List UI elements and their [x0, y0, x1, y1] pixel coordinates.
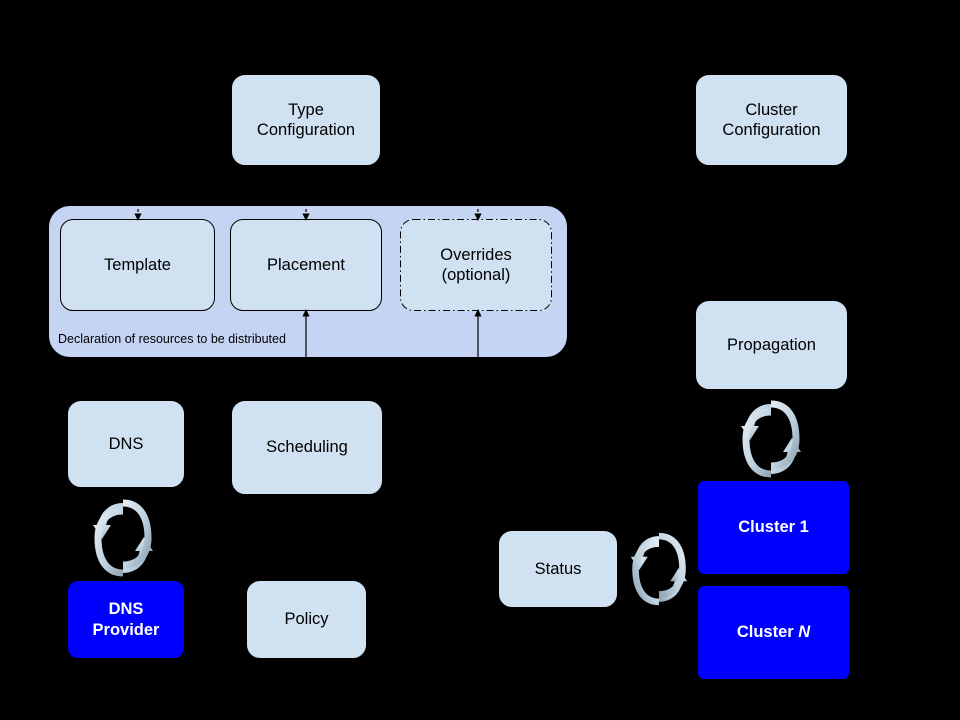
node-overrides-sublabel: (optional) [441, 266, 511, 284]
node-cluster-1[interactable]: Cluster 1 [697, 480, 850, 575]
node-dns-label: DNS [108, 434, 144, 453]
sync-arrows-icon-propagation [741, 400, 801, 478]
node-overrides[interactable]: Overrides (optional) [400, 219, 552, 311]
node-dns-provider[interactable]: DNS Provider [67, 580, 185, 659]
node-cluster-configuration-label-line2: Configuration [722, 121, 821, 139]
node-propagation[interactable]: Propagation [695, 300, 848, 390]
node-cluster-configuration-text: Cluster Configuration [722, 100, 820, 140]
node-cluster-configuration-label-line1: Cluster [745, 100, 798, 119]
node-propagation-label: Propagation [727, 335, 816, 354]
sync-arrows-icon-dns [93, 499, 153, 577]
node-template-label: Template [104, 255, 171, 274]
node-template[interactable]: Template [60, 219, 215, 311]
node-dns[interactable]: DNS [67, 400, 185, 488]
node-scheduling-label: Scheduling [266, 438, 348, 457]
node-cluster-1-text: Cluster 1 [738, 517, 809, 537]
arrow-to-template [134, 203, 142, 221]
node-placement[interactable]: Placement [230, 219, 382, 311]
node-overrides-border [400, 219, 552, 311]
node-cluster-1-label: Cluster [738, 518, 800, 537]
node-type-configuration-label-line2: Configuration [256, 121, 356, 139]
node-cluster-n-index: N [798, 623, 811, 642]
node-overrides-label: Overrides [440, 245, 512, 264]
node-cluster-configuration[interactable]: Cluster Configuration [695, 74, 848, 166]
arrow-to-overrides [474, 203, 482, 221]
arrow-policy-to-overrides [474, 309, 482, 362]
node-type-configuration-label-line1: Type [288, 100, 324, 119]
node-overrides-text: Overrides (optional) [400, 219, 552, 311]
node-status[interactable]: Status [498, 530, 618, 608]
group-caption-declaration: Declaration of resources to be distribut… [58, 332, 286, 346]
node-dns-provider-label-line2: Provider [92, 620, 160, 639]
node-cluster-n-label: Cluster [736, 623, 799, 642]
node-policy[interactable]: Policy [246, 580, 367, 659]
sync-arrows-icon-status [630, 532, 688, 606]
node-cluster-1-index: 1 [799, 518, 809, 537]
node-type-configuration[interactable]: Type Configuration [231, 74, 381, 166]
node-cluster-n-text: Cluster N [737, 622, 810, 642]
node-cluster-n[interactable]: Cluster N [697, 585, 850, 680]
node-status-label: Status [534, 559, 582, 578]
node-dns-provider-text: DNS Provider [93, 599, 160, 639]
node-type-configuration-text: Type Configuration [257, 100, 355, 140]
arrow-to-placement [302, 203, 310, 221]
arrow-scheduling-to-placement [302, 309, 310, 362]
node-dns-provider-label-line1: DNS [108, 600, 144, 619]
node-placement-label: Placement [267, 255, 345, 274]
node-scheduling[interactable]: Scheduling [231, 400, 383, 495]
node-policy-label: Policy [284, 610, 329, 629]
